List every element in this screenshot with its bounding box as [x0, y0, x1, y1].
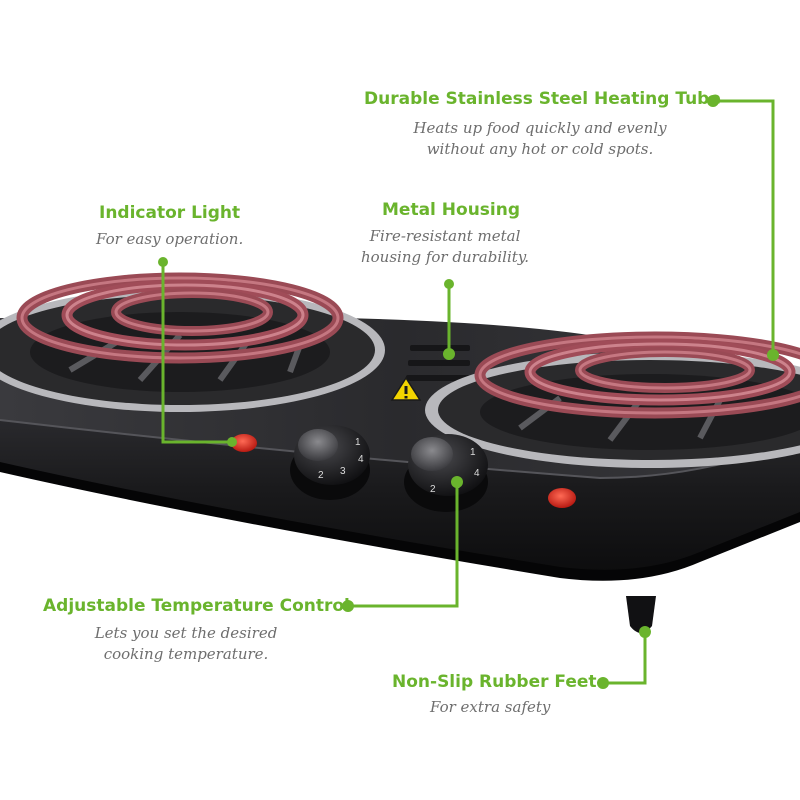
right-burner	[425, 331, 800, 468]
callout-title-temperature-control: Adjustable Temperature Control	[43, 596, 350, 616]
vent-slot	[410, 345, 470, 351]
callout-description-heating-tube: Heats up food quickly and evenly without…	[413, 119, 667, 158]
knob-number: 2	[318, 470, 324, 481]
rubber-foot	[626, 596, 656, 633]
callout-description-rubber-feet: For extra safety	[430, 698, 551, 716]
warning-triangle-icon	[390, 376, 422, 401]
callout-title-indicator-light: Indicator Light	[99, 203, 241, 223]
callout-description-indicator-light: For easy operation.	[96, 230, 244, 248]
knob-number: 3	[340, 466, 346, 477]
vent-slot	[408, 360, 470, 366]
knob-number: 1	[470, 447, 476, 458]
knob-number: 4	[474, 468, 480, 479]
temperature-knob-right[interactable]: 1 2 3 4	[404, 434, 488, 512]
temperature-knob-left[interactable]: 1 2 3 4	[290, 425, 370, 500]
knob-number: 4	[358, 454, 364, 465]
knob-number: 2	[430, 484, 436, 495]
callout-description-metal-housing: Fire-resistant metal housing for durabil…	[360, 227, 530, 266]
indicator-light-right	[548, 488, 576, 508]
vent-slot	[406, 375, 470, 381]
left-burner	[0, 272, 385, 412]
knob-number: 3	[455, 480, 461, 491]
callout-description-temperature-control: Lets you set the desired cooking tempera…	[94, 624, 278, 663]
knob-number: 1	[355, 437, 361, 448]
callout-title-rubber-feet: Non-Slip Rubber Feet	[392, 672, 597, 692]
callout-title-heating-tube: Durable Stainless Steel Heating Tube	[364, 89, 721, 109]
indicator-light-left	[231, 434, 257, 452]
callout-title-metal-housing: Metal Housing	[382, 200, 521, 220]
